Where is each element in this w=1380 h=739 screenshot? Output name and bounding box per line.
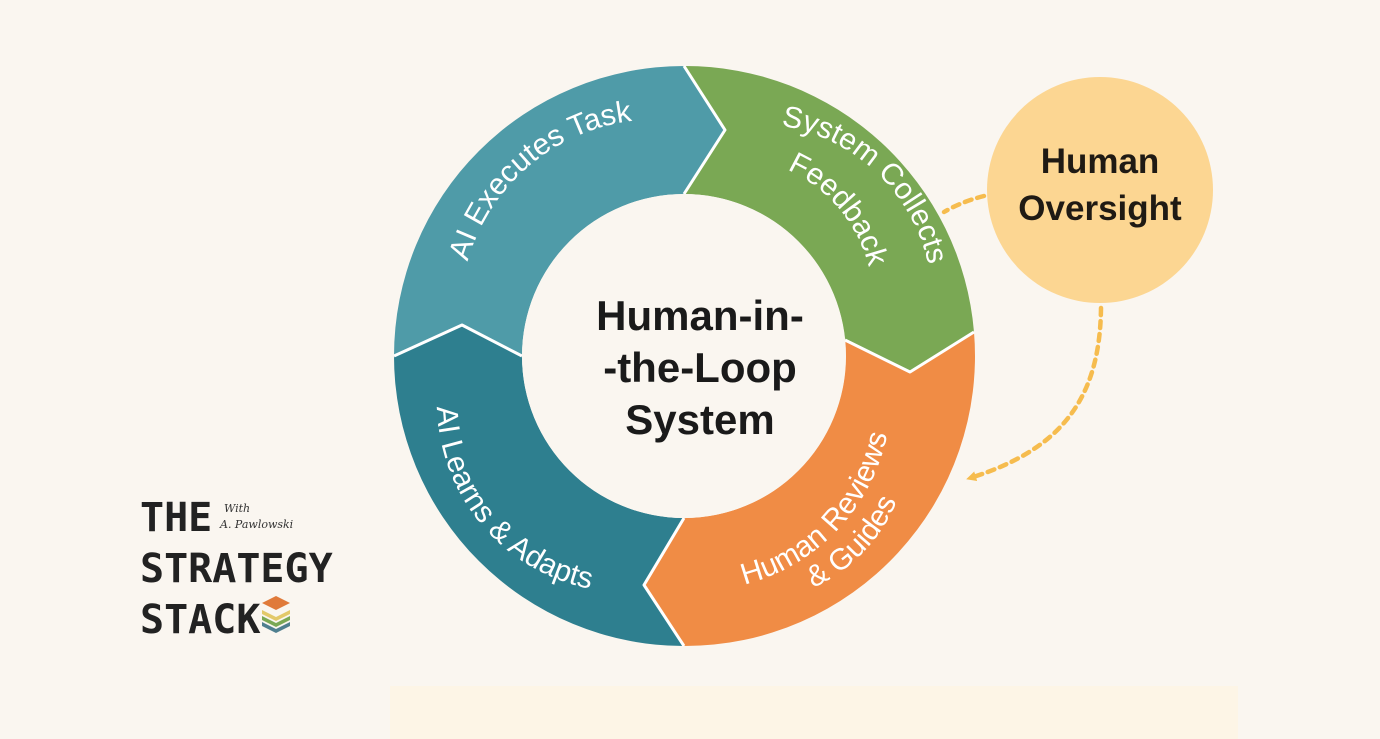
logo-line-the: THE bbox=[140, 495, 212, 541]
oversight-line-2: Oversight bbox=[1018, 189, 1182, 228]
center-title-line-3: System bbox=[625, 396, 774, 443]
oversight-arrow bbox=[966, 305, 1104, 481]
logo-line-strategy: STRATEGY bbox=[140, 546, 333, 592]
oversight-bubble bbox=[987, 77, 1213, 303]
bottom-panel bbox=[390, 686, 1238, 739]
segment-dividers bbox=[393, 65, 975, 647]
logo-script-author: A. Pawlowski bbox=[219, 518, 293, 531]
strategy-stack-logo: THE STRATEGY STACK With A. Pawlowski bbox=[140, 495, 333, 643]
segment-human-reviews-guides bbox=[644, 332, 975, 647]
center-title-line-2: -the-Loop bbox=[603, 344, 797, 391]
oversight-connector-top bbox=[941, 193, 987, 215]
segment-ai-executes-task bbox=[394, 66, 725, 356]
ring bbox=[393, 65, 975, 647]
segment-ai-learns-adapts bbox=[394, 325, 684, 646]
logo-line-stack: STACK bbox=[140, 597, 260, 643]
segment-system-collects-feedback bbox=[684, 65, 974, 372]
oversight-line-1: Human bbox=[1041, 142, 1160, 181]
center-hub bbox=[522, 194, 846, 518]
center-title-line-1: Human-in- bbox=[596, 292, 804, 339]
layered-stack-icon bbox=[262, 596, 290, 633]
logo-script-with: With bbox=[224, 502, 250, 515]
